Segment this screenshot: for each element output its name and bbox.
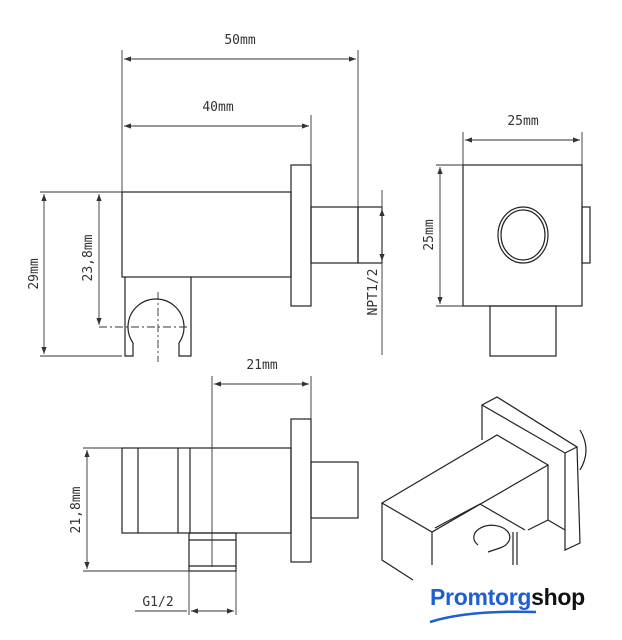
hook-outline — [124, 277, 192, 357]
flange-outline — [290, 164, 312, 307]
logo-suffix-text: shop — [531, 584, 585, 610]
dim-40mm: 40mm — [202, 100, 233, 115]
top-view: 21mm 21,8mm G1/2 — [69, 358, 359, 615]
outlet-circle — [497, 206, 549, 264]
dim-23-8mm: 23,8mm — [81, 234, 96, 281]
promtorgshop-logo: Promtorgshop — [428, 584, 598, 626]
plate-outline — [462, 164, 583, 307]
isometric-view — [380, 396, 587, 581]
front-view: 25mm 25mm — [422, 114, 591, 357]
dim-25mm-width: 25mm — [507, 114, 538, 129]
thread-outline — [357, 206, 383, 264]
pipe-outline — [310, 206, 359, 264]
body-outline-top — [121, 447, 292, 534]
side-view: 50mm 40mm 29mm 23,8mm NPT1/2 — [27, 33, 385, 362]
dim-25mm-height: 25mm — [422, 219, 437, 250]
dim-21mm: 21mm — [246, 358, 277, 373]
logo-brand-text: Promtorg — [430, 584, 532, 610]
outlet-fitting — [188, 532, 237, 572]
dim-50mm: 50mm — [224, 33, 255, 48]
dim-29mm: 29mm — [27, 258, 42, 289]
dim-21-8mm: 21,8mm — [69, 486, 84, 533]
logo-swoosh-icon — [429, 610, 537, 624]
thread-label-g12: G1/2 — [142, 595, 173, 610]
body-outline — [121, 191, 292, 278]
thread-label-npt: NPT1/2 — [366, 269, 381, 316]
